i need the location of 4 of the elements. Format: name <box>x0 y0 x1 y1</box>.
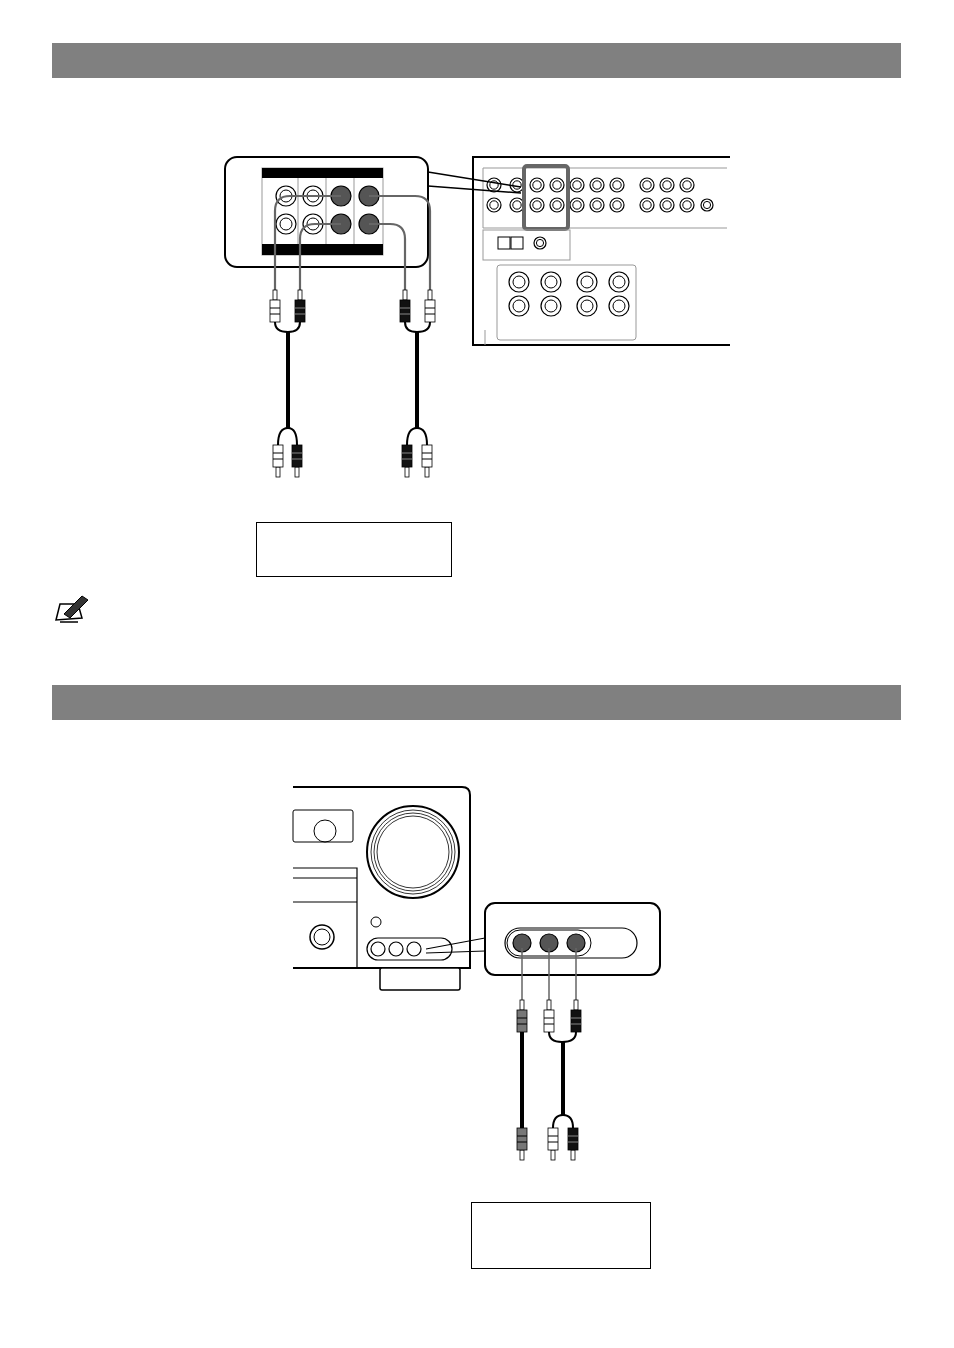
empty-frame <box>471 1202 651 1269</box>
section-header-bar <box>52 43 901 78</box>
empty-frame <box>256 522 452 577</box>
section-header-bar <box>52 685 901 720</box>
